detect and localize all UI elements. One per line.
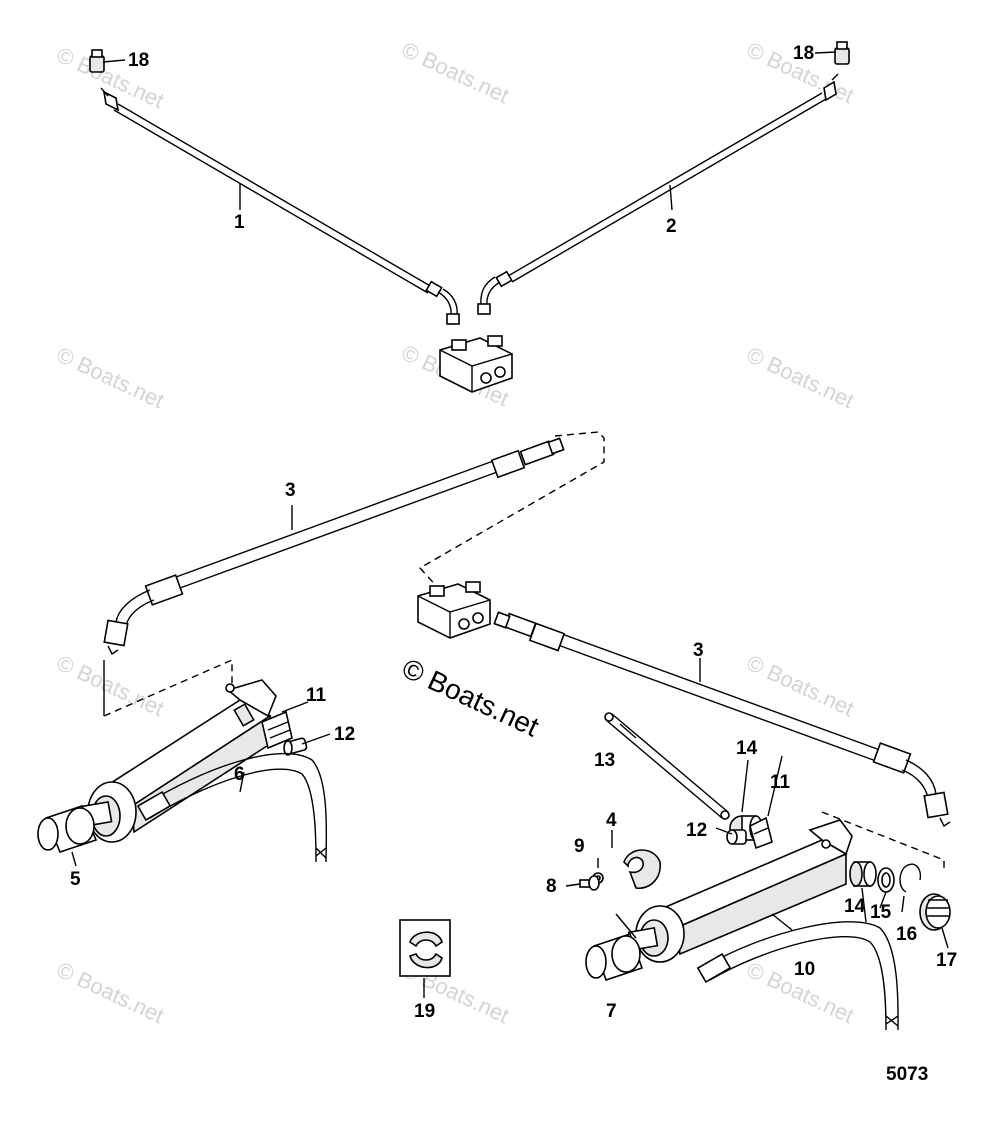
watermark: © Boats.net	[743, 650, 858, 721]
center-watermark: © Boats.net	[397, 652, 543, 742]
callout-9: 10	[794, 959, 815, 980]
callout-18-left: 18	[128, 50, 149, 71]
clip-19	[399, 919, 451, 977]
bolt-12-right	[726, 829, 747, 845]
callout-14-upper: 14	[736, 738, 758, 759]
callout-12-right: 12	[686, 820, 707, 841]
callout-2: 2	[666, 216, 677, 237]
callout-17: 17	[936, 950, 957, 971]
bracket-6	[623, 849, 661, 889]
callout-6: 4	[606, 810, 617, 831]
trim-cylinder-5	[37, 679, 277, 853]
trim-cylinder-4	[585, 819, 853, 982]
callout-7: 8	[546, 876, 557, 897]
hose-2	[477, 73, 839, 315]
watermark: © Boats.net	[53, 957, 168, 1028]
watermark: © Boats.net	[53, 650, 168, 721]
callout-15: 15	[870, 902, 892, 923]
callout-8: 9	[574, 836, 585, 857]
callout-4: 7	[606, 1001, 617, 1022]
watermark: © Boats.net	[53, 342, 168, 413]
callout-12-left: 12	[334, 724, 355, 745]
callout-14-lower: 14	[844, 896, 866, 917]
dashed-leader	[418, 431, 605, 591]
callout-16: 16	[896, 924, 917, 945]
snap-ring-16	[899, 863, 922, 893]
callout-5: 5	[70, 869, 81, 890]
callout-19: 19	[414, 1001, 435, 1022]
screw-7	[579, 875, 600, 891]
washer-15	[877, 867, 895, 893]
callout-18-right: 18	[793, 43, 814, 64]
watermark: © Boats.net	[398, 37, 513, 108]
hose-3-lower	[493, 611, 951, 828]
hose-3-upper	[103, 437, 565, 656]
dashed-leader	[103, 658, 233, 717]
valve-block-top	[439, 335, 513, 393]
callout-11-left: 11	[306, 685, 327, 706]
callout-11-right: 11	[770, 772, 791, 793]
callout-1: 1	[234, 212, 245, 233]
callout-10: 6	[234, 764, 245, 785]
hose-9	[696, 921, 899, 1031]
cap-17	[919, 893, 951, 931]
callout-3-upper: 3	[285, 480, 296, 501]
bushing-14-lower	[849, 861, 877, 887]
leader-lines	[71, 51, 949, 998]
callout-3-lower: 3	[693, 640, 704, 661]
clip-11-right	[749, 816, 773, 850]
fitting-18-left	[89, 49, 105, 73]
clip-11-left	[261, 710, 293, 750]
hose-1	[100, 87, 460, 325]
valve-block-middle	[417, 581, 491, 639]
tube-13	[604, 712, 730, 820]
fitting-18-right	[834, 41, 850, 65]
watermark: © Boats.net	[743, 342, 858, 413]
figure-number: 5073	[886, 1064, 928, 1085]
callout-labels: 18 18 1 2 3 3 11 12 6 5 13 14 11 12 4 9 …	[70, 43, 957, 1022]
hose-10	[136, 752, 328, 863]
callout-13: 13	[594, 750, 615, 771]
bolt-12-left	[283, 737, 308, 756]
